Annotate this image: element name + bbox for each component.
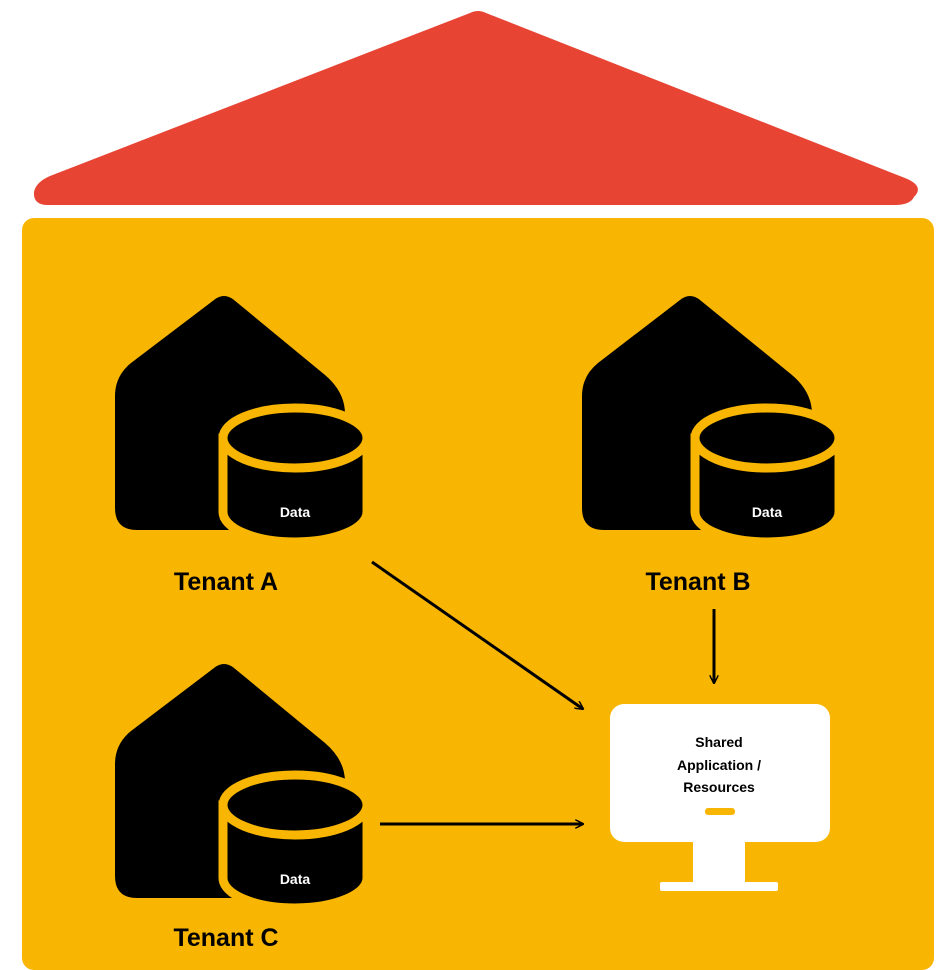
tenant-name: Tenant A — [174, 568, 278, 596]
database-icon — [218, 403, 372, 547]
tenant-name: Tenant B — [645, 568, 750, 596]
shared-label-line3: Resources — [683, 779, 755, 795]
data-label: Data — [280, 504, 311, 520]
shared-label-line1: Shared — [695, 734, 742, 750]
roof-shape — [33, 11, 918, 205]
shared-label-line2: Application / — [677, 757, 761, 773]
monitor-indicator — [705, 808, 735, 815]
tenant-b: Data Tenant B — [582, 296, 844, 596]
arrow-tenant-a-to-shared — [371, 560, 583, 709]
database-icon — [218, 770, 372, 913]
database-icon — [690, 403, 844, 547]
data-label: Data — [752, 504, 783, 520]
tenant-a: Data Tenant A — [115, 296, 372, 596]
monitor-base — [660, 882, 778, 891]
monitor-icon: Shared Application / Resources — [610, 704, 830, 891]
tenant-c: Data Tenant C — [115, 664, 372, 952]
data-label: Data — [280, 871, 311, 887]
monitor-stand — [693, 842, 745, 884]
monitor-screen — [610, 704, 830, 842]
tenant-name: Tenant C — [173, 924, 278, 952]
